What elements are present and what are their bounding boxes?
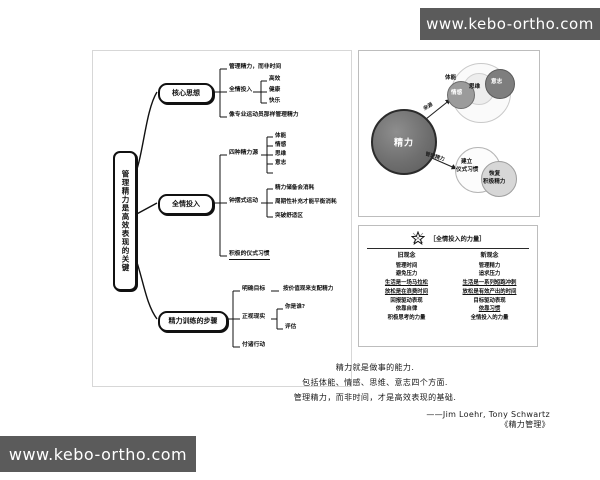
quote-line-2: 包括体能、情感、思维、意志四个方面. bbox=[302, 378, 448, 388]
comparison-header-new: 新观念 bbox=[480, 252, 499, 259]
circle-will bbox=[485, 69, 515, 99]
mindmap-panel: 管理精力是高效表现的关键 核心思想 管理精力，而非时间 全情投入 高效 健康 快… bbox=[92, 50, 352, 387]
mm-leaf-1-0-0: 体能 bbox=[275, 133, 287, 139]
circle-recover bbox=[481, 161, 517, 197]
watermark-bottom: www.kebo-ortho.com bbox=[0, 436, 196, 472]
mm-item-0-0: 管理精力，而非时间 bbox=[229, 64, 282, 70]
comparison-panel: ［全情投入的力量］ 旧观念 新观念 管理时间 管理精力 避免压力 追求压力 生活… bbox=[358, 225, 538, 347]
mm-item-1-1: 钟摆式运动 bbox=[229, 198, 258, 204]
mm-leaf-1-1-0: 精力储备会消耗 bbox=[275, 185, 315, 191]
comparison-row-old: 回报驱动表现 bbox=[390, 297, 423, 304]
mm-leaf-2-0-0: 按价值观来支配精力 bbox=[283, 286, 334, 292]
mm-leaf-0-1-2: 快乐 bbox=[269, 98, 281, 104]
comparison-row-new: 追求压力 bbox=[478, 271, 501, 278]
mm-leaf-1-1-1: 周期性补充才能平衡消耗 bbox=[275, 199, 337, 205]
comparison-header-old: 旧观念 bbox=[397, 252, 416, 259]
comparison-row-new: 全情投入的力量 bbox=[470, 315, 509, 321]
mm-item-2-1: 正视现实 bbox=[242, 314, 266, 320]
mindmap-node-training-steps[interactable]: 精力训练的步骤 bbox=[158, 311, 228, 332]
comparison-title: ［全情投入的力量］ bbox=[429, 235, 486, 243]
mindmap-center-node[interactable]: 管理精力是高效表现的关键 bbox=[113, 151, 137, 291]
comparison-row-old: 放松是在浪费时间 bbox=[384, 288, 429, 295]
circle-emotion bbox=[447, 81, 475, 109]
label-will: 意志 bbox=[491, 79, 503, 85]
mm-leaf-1-0-1: 情感 bbox=[275, 142, 287, 148]
comparison-row-new: 放松是有效产出的时间 bbox=[462, 288, 517, 295]
watermark-top: www.kebo-ortho.com bbox=[420, 8, 600, 40]
mm-leaf-1-0-3: 意志 bbox=[275, 160, 287, 166]
mm-leaf-1-1-2: 突破舒适区 bbox=[275, 213, 303, 219]
comparison-row-new: 目标驱动表现 bbox=[473, 297, 506, 304]
comparison-header: ［全情投入的力量］ bbox=[365, 230, 531, 246]
comparison-row-old: 管理时间 bbox=[395, 262, 418, 269]
star-icon bbox=[410, 231, 425, 245]
mm-leaf-2-1-1: 评估 bbox=[285, 324, 297, 330]
mm-item-1-2: 积极的仪式习惯 bbox=[229, 251, 270, 260]
label-physical: 体能 bbox=[445, 75, 457, 81]
comparison-grid: 旧观念 新观念 管理时间 管理精力 避免压力 追求压力 生活是一场马拉松 生活是… bbox=[365, 252, 531, 322]
quote-book-title: 《精力管理》 bbox=[500, 419, 550, 429]
mindmap-node-core-idea[interactable]: 核心思想 bbox=[158, 83, 214, 104]
poster-sheet: 管理精力是高效表现的关键 核心思想 管理精力，而非时间 全情投入 高效 健康 快… bbox=[30, 40, 570, 430]
label-emotion: 情感 bbox=[451, 90, 463, 96]
comparison-row-old: 依靠自律 bbox=[395, 306, 418, 313]
mm-item-2-0: 明确目标 bbox=[242, 286, 266, 292]
quote-attribution: ——Jim Loehr, Tony Schwartz bbox=[426, 409, 550, 419]
circle-energy-core-label: 精力 bbox=[393, 138, 414, 149]
mm-item-0-2: 像专业运动员那样管理精力 bbox=[229, 112, 299, 118]
comparison-row-new: 依靠习惯 bbox=[478, 306, 501, 313]
comparison-row-new: 管理精力 bbox=[478, 262, 501, 269]
label-recover-line2: 积极精力 bbox=[483, 179, 506, 185]
mm-leaf-2-1-0: 你是谁? bbox=[285, 304, 306, 310]
comparison-row-new: 生活是一系列短跑冲刺 bbox=[462, 280, 517, 286]
mm-leaf-0-1-1: 健康 bbox=[269, 87, 281, 93]
energy-diagram-panel: 精力 体能 思维 情感 意志 建立 仪式习惯 恢复 积极精力 来源 管理精力 bbox=[358, 50, 540, 217]
label-ritual-line2: 仪式习惯 bbox=[456, 167, 479, 173]
mm-item-1-0: 四种精力源 bbox=[229, 150, 258, 156]
mm-item-2-2: 付诸行动 bbox=[242, 342, 266, 348]
comparison-row-old: 避免压力 bbox=[395, 271, 418, 278]
comparison-row-old: 生活是一场马拉松 bbox=[384, 280, 429, 286]
quote-line-3: 管理精力，而非时间，才是高效表现的基础. bbox=[293, 393, 457, 403]
label-recover-line1: 恢复 bbox=[489, 171, 501, 177]
mindmap-node-full-engagement[interactable]: 全情投入 bbox=[158, 194, 214, 215]
quote-block: 精力就是做事的能力. 包括体能、情感、思维、意志四个方面. 管理精力，而非时间，… bbox=[200, 360, 550, 430]
comparison-row-old: 积极思考的力量 bbox=[387, 315, 426, 321]
quote-line-1: 精力就是做事的能力. bbox=[335, 363, 415, 372]
mm-leaf-1-0-2: 思维 bbox=[275, 151, 287, 157]
comparison-divider bbox=[367, 248, 529, 249]
watermark-top-text: www.kebo-ortho.com bbox=[426, 15, 594, 33]
mm-item-0-1: 全情投入 bbox=[229, 87, 253, 93]
mm-leaf-0-1-0: 高效 bbox=[269, 76, 281, 82]
circle-energy-core: 精力 bbox=[371, 109, 437, 175]
watermark-bottom-text: www.kebo-ortho.com bbox=[8, 444, 188, 464]
label-thinking: 思维 bbox=[469, 84, 481, 90]
label-ritual-line1: 建立 bbox=[461, 159, 473, 165]
